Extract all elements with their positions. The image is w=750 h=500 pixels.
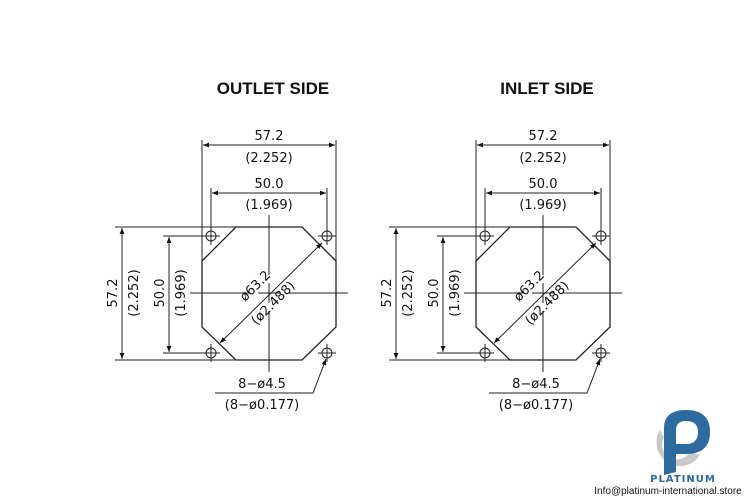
hole-vertical-in: (1.969) — [448, 269, 463, 316]
outer-height-mm: 57.2 — [380, 279, 395, 308]
holes-in: (8−ø0.177) — [225, 398, 299, 413]
hole-vertical-mm: 50.0 — [427, 279, 442, 308]
extension-lines — [389, 140, 611, 361]
diameter-dimension — [493, 242, 597, 344]
flange-outline — [475, 226, 611, 361]
hole-leader — [489, 358, 601, 394]
holes-in: (8−ø0.177) — [499, 398, 573, 413]
flange-outline — [201, 226, 337, 361]
holes-mm: 8−ø4.5 — [512, 377, 560, 392]
logo-brand: PLATINUM — [650, 474, 716, 485]
outer-width-mm: 57.2 — [529, 129, 558, 144]
extension-lines — [115, 140, 337, 361]
view-title: INLET SIDE — [500, 79, 594, 98]
outer-height-in: (2.252) — [401, 269, 416, 316]
outer-width-in: (2.252) — [519, 151, 566, 166]
hole-spacing-mm: 50.0 — [255, 177, 284, 192]
outer-width-mm: 57.2 — [255, 129, 284, 144]
hole-vertical-mm: 50.0 — [153, 279, 168, 308]
hole-spacing-mm: 50.0 — [529, 177, 558, 192]
inlet-side-view: INLET SIDE 57.2 (2.252) 50.0 (1.969) 57.2 (2.2… — [380, 79, 622, 413]
outlet-side-view: OUTLET SIDE 57.2 (2.252) 50.0 (1.969) 57.2 (2.… — [106, 79, 348, 413]
hole-vertical-in: (1.969) — [174, 269, 189, 316]
logo-email: Info@platinum-international.store — [594, 486, 742, 497]
holes-mm: 8−ø4.5 — [238, 377, 286, 392]
platinum-logo: PLATINUMInfo@platinum-international.stor… — [594, 410, 742, 497]
view-title: OUTLET SIDE — [217, 79, 329, 98]
logo-p-icon — [664, 410, 710, 475]
hole-spacing-in: (1.969) — [519, 198, 566, 213]
hole-crosshair — [592, 344, 610, 362]
diameter-dimension — [219, 242, 323, 344]
hole-spacing-in: (1.969) — [245, 198, 292, 213]
hole-crosshair — [318, 344, 336, 362]
outer-width-in: (2.252) — [245, 151, 292, 166]
outer-height-mm: 57.2 — [106, 279, 121, 308]
hole-leader — [215, 358, 327, 394]
outer-height-in: (2.252) — [127, 269, 142, 316]
